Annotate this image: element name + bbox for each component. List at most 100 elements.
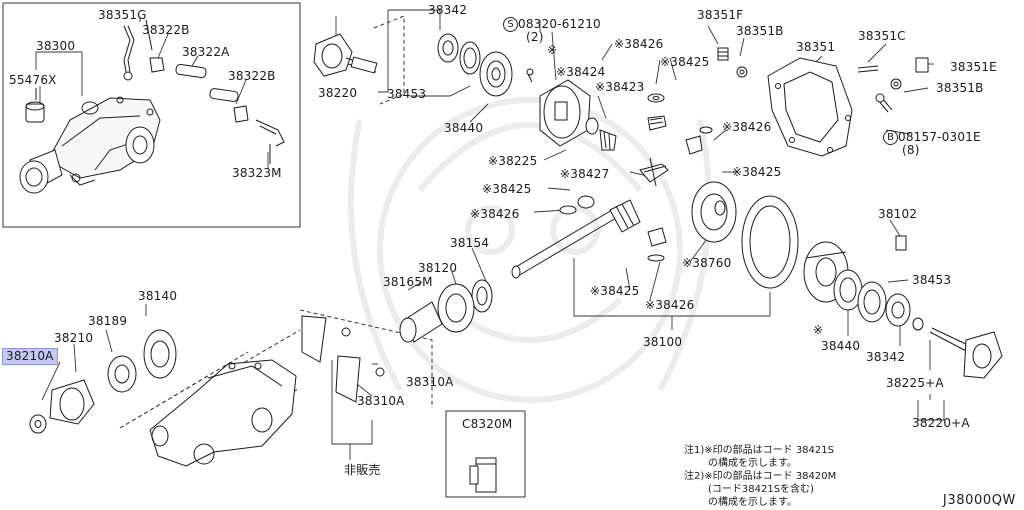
bolt-symbol-b: B (883, 130, 898, 145)
label-38351f: 38351F (697, 8, 744, 22)
label-38154: 38154 (450, 236, 490, 250)
sealant-tube-c8320m (469, 457, 497, 493)
label-38351b-a: 38351B (736, 24, 784, 38)
bearing-spacer-38760 (691, 181, 737, 243)
label-38453-right: 38453 (912, 273, 952, 287)
bolt-symbol-s: S (503, 17, 518, 32)
washer-38425-mid (577, 195, 595, 209)
small-gear-38425-low (647, 227, 667, 247)
pinion-gear-38423 (599, 129, 617, 151)
watermark-emblem (348, 97, 712, 403)
companion-flange-38220 (313, 33, 378, 77)
leader-lines (35, 9, 945, 460)
label-38300: 38300 (36, 39, 76, 53)
label-38351b-b: 38351B (936, 81, 984, 95)
oil-seal-38342-right (885, 293, 911, 327)
bearing-cap-right (335, 355, 385, 403)
washer-38426-a (647, 93, 665, 103)
label-38440-right: 38440 (821, 339, 861, 353)
label-bolt-08157-qty: (8) (902, 143, 920, 157)
label-38322b-lower: 38322B (228, 69, 276, 83)
diagram-code: J38000QW (942, 493, 1016, 508)
gasket-38351b-a (736, 66, 748, 78)
bearing-38120 (437, 283, 475, 333)
label-star-38424-marker: ※ (547, 43, 558, 57)
pinion-shaft-38427 (639, 157, 669, 187)
bearing-38440-right (857, 281, 887, 323)
label-38423: ※38423 (595, 80, 645, 94)
label-38425-c: ※38425 (482, 182, 532, 196)
stud-38351c (857, 65, 879, 73)
nut-38210a (29, 414, 47, 434)
label-38351e: 38351E (950, 60, 997, 74)
label-38351c: 38351C (858, 29, 906, 43)
bolt-08157 (875, 93, 893, 113)
plug-38351e (915, 57, 929, 73)
ring-gear (741, 195, 799, 289)
label-38426-b: ※38426 (722, 120, 772, 134)
label-not-sold: 非販売 (344, 463, 381, 477)
differential-assembly-drawing (19, 96, 161, 194)
note-line-5: の構成を示します。 (708, 497, 797, 508)
washer-38426-mid (559, 205, 577, 215)
note-line-4: (コード38421Sを含む) (708, 484, 814, 495)
plug-38351f (717, 47, 729, 61)
label-38225a: 38225+A (886, 376, 944, 390)
thrust-washer-38424 (585, 117, 599, 135)
gear-38425-right (685, 135, 703, 155)
assembly-dashed-guide (119, 309, 433, 447)
tube-38323m (255, 119, 285, 164)
label-c8320m: C8320M (462, 417, 513, 431)
label-38140: 38140 (138, 289, 178, 303)
label-38220: 38220 (318, 86, 358, 100)
bolt-38102 (895, 235, 907, 251)
seal-ring-right (912, 317, 924, 331)
gasket-38351b-b (890, 78, 902, 90)
label-38322a: 38322A (182, 45, 230, 59)
side-gear-38425 (647, 115, 667, 131)
label-38102: 38102 (878, 207, 918, 221)
label-38323m: 38323M (232, 166, 282, 180)
label-38342-top: 38342 (428, 3, 468, 17)
label-38342-right: 38342 (866, 350, 906, 364)
note-line-3: 注2)※印の部品はコード 38420M (684, 471, 837, 482)
differential-case-top (526, 68, 591, 147)
label-38425-b: ※38425 (732, 165, 782, 179)
side-flange-38220a (929, 327, 1003, 379)
label-38426-a: ※38426 (614, 37, 664, 51)
spacer-38453-top (459, 41, 481, 75)
label-38189: 38189 (88, 314, 128, 328)
label-38351: 38351 (796, 40, 836, 54)
pinion-shaft-drive (511, 199, 641, 279)
label-38453-top: 38453 (387, 87, 427, 101)
bearing-38440-top (479, 51, 513, 97)
label-38120: 38120 (418, 261, 458, 275)
label-38210a-selected[interactable]: 38210A (2, 348, 58, 365)
breather-38351g (123, 25, 135, 81)
label-38426-c: ※38426 (470, 207, 520, 221)
label-38425-d: ※38425 (590, 284, 640, 298)
oil-seal-38189 (107, 355, 137, 393)
label-55476x: 55476X (9, 73, 57, 87)
label-star-38440-marker: ※ (813, 323, 824, 337)
label-38310a-lower: 38310A (357, 394, 405, 408)
spacer-38165m (399, 301, 443, 343)
label-38426-d: ※38426 (645, 298, 695, 312)
label-38322b-upper: 38322B (142, 23, 190, 37)
rear-cover-38351 (767, 57, 853, 157)
label-38165m: 38165M (383, 275, 433, 289)
bearing-38154 (471, 279, 493, 313)
clip-38322b-lower (233, 105, 249, 123)
washer-38426-b (699, 126, 713, 134)
label-bolt-08320-qty: (2) (526, 30, 544, 44)
label-38427: ※38427 (560, 167, 610, 181)
label-38425-a: ※38425 (660, 55, 710, 69)
label-38220a: 38220+A (912, 416, 970, 430)
oil-seal-38342-top (437, 33, 459, 63)
inset-frame (2, 2, 301, 228)
label-38210: 38210 (54, 331, 94, 345)
washer-38426-low (647, 254, 665, 262)
hose-38322a (175, 63, 239, 102)
note-line-2: の構成を示します。 (708, 458, 797, 469)
